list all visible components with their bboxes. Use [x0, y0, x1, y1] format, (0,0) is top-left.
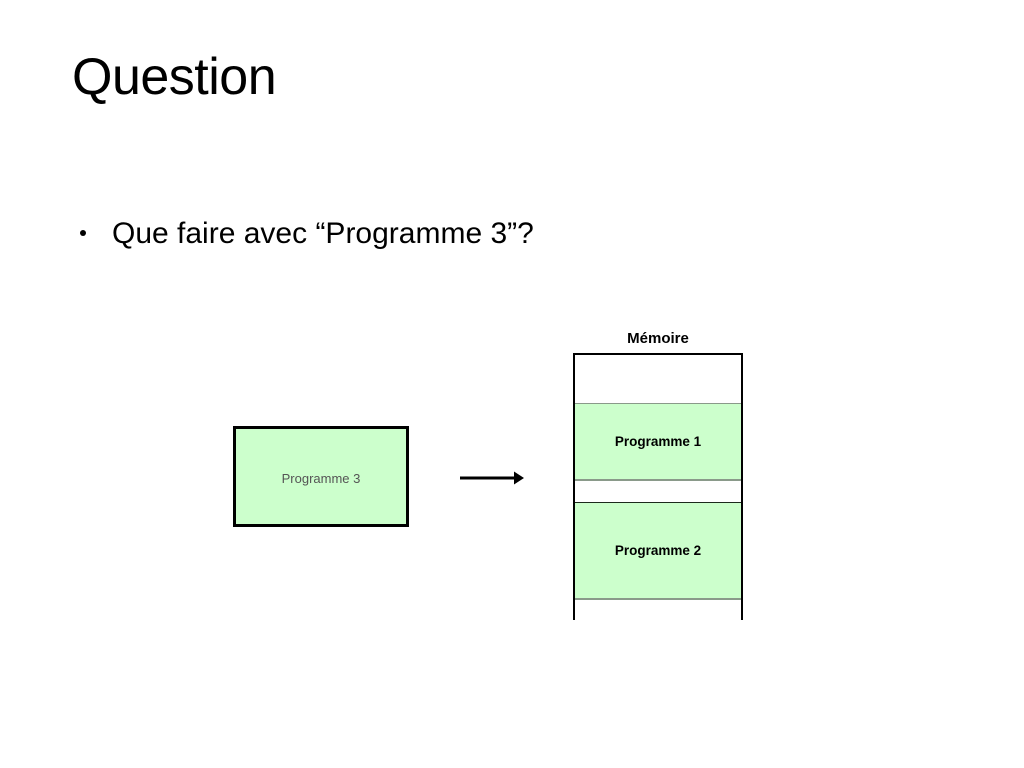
- memory-segment-label: Programme 2: [614, 543, 702, 558]
- bullet-dot-icon: [80, 230, 86, 236]
- right-arrow-icon: [458, 466, 524, 490]
- page-title: Question: [72, 48, 277, 106]
- bullet-list-item: Que faire avec “Programme 3”?: [76, 214, 776, 258]
- memory-segment-free-0: [575, 355, 741, 403]
- programme-3-block: Programme 3: [233, 426, 409, 527]
- programme-3-label: Programme 3: [281, 471, 361, 486]
- memory-segment-free-2: [575, 480, 741, 502]
- memory-segment-used-programme-2: Programme 2: [575, 502, 741, 599]
- memory-segment-free-4: [575, 599, 741, 622]
- memory-segment-used-programme-1: Programme 1: [575, 403, 741, 480]
- memory-column: Programme 1 Programme 2: [573, 353, 743, 622]
- bullet-item-label: Que faire avec “Programme 3”?: [112, 217, 534, 250]
- memory-segment-label: Programme 1: [614, 434, 702, 449]
- memory-title-label: Mémoire: [627, 330, 689, 347]
